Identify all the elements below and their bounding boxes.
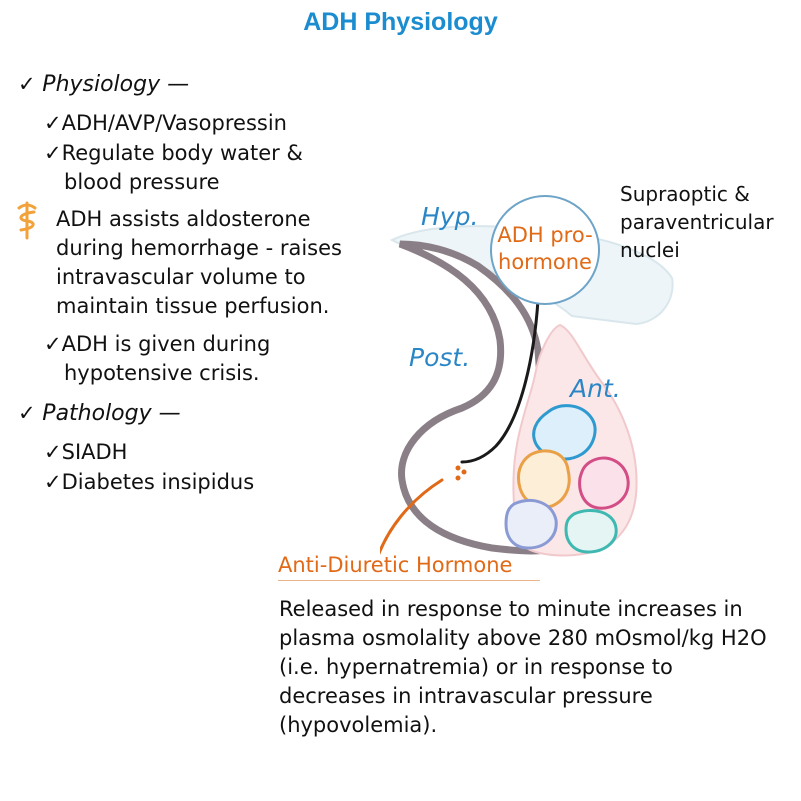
check-icon: ✓ — [18, 72, 36, 96]
vesicle-dot — [461, 469, 467, 475]
list-item: ✓SIADH — [44, 440, 128, 464]
adh-label: Anti-Diuretic Hormone — [278, 553, 513, 577]
check-icon: ✓ — [44, 332, 62, 356]
description-line: (i.e. hypernatremia) or in response to — [279, 655, 673, 679]
hypothalamus-label: Hyp. — [421, 202, 479, 231]
caduceus-icon — [17, 201, 37, 240]
cell-orange — [516, 449, 571, 509]
list-item: ✓Regulate body water & — [44, 141, 303, 165]
pathology-heading: Pathology — — [42, 401, 181, 426]
pathology-heading-row: ✓ Pathology — — [18, 399, 181, 428]
prohormone-label: ADH pro- hormone — [497, 223, 593, 274]
clinical-line: intravascular volume to — [56, 265, 306, 289]
cell-pink — [578, 456, 630, 510]
list-item: ✓Diabetes insipidus — [44, 470, 255, 494]
nuclei-label: Supraoptic & paraventricular nuclei — [620, 182, 774, 262]
list-item-continuation: hypotensive crisis. — [64, 361, 260, 385]
description-line: Released in response to minute increases… — [279, 597, 743, 621]
cell-teal — [564, 509, 618, 554]
clinical-line: ADH assists aldosterone — [56, 207, 311, 231]
list-item: ✓ADH/AVP/Vasopressin — [44, 111, 287, 135]
list-item: ✓ADH is given during — [44, 332, 271, 356]
cell-blue — [532, 404, 597, 461]
divider — [278, 580, 540, 581]
page-title: ADH Physiology — [303, 8, 498, 36]
check-icon: ✓ — [44, 141, 62, 165]
check-icon: ✓ — [44, 440, 62, 464]
clinical-line: maintain tissue perfusion. — [56, 294, 330, 318]
check-icon: ✓ — [44, 111, 62, 135]
vesicle-dot — [455, 475, 461, 481]
anterior-label: Ant. — [570, 374, 621, 403]
posterior-label: Post. — [409, 343, 471, 372]
pointer-line — [380, 478, 444, 556]
description-line: decreases in intravascular pressure — [279, 684, 653, 708]
description-line: (hypovolemia). — [279, 713, 438, 737]
axon-line — [460, 298, 540, 464]
description-line: plasma osmolality above 280 mOsmol/kg H2… — [279, 626, 767, 650]
pituitary-illustration — [380, 195, 674, 557]
physiology-heading: Physiology — — [42, 72, 190, 97]
check-icon: ✓ — [18, 401, 36, 425]
check-icon: ✓ — [44, 470, 62, 494]
cell-violet — [504, 499, 558, 550]
vesicle-dot — [455, 465, 461, 471]
clinical-line: during hemorrhage - raises — [56, 236, 342, 260]
list-item-continuation: blood pressure — [64, 170, 220, 194]
prohormone-bubble — [490, 195, 600, 305]
physiology-heading-row: ✓ Physiology — — [18, 70, 189, 99]
